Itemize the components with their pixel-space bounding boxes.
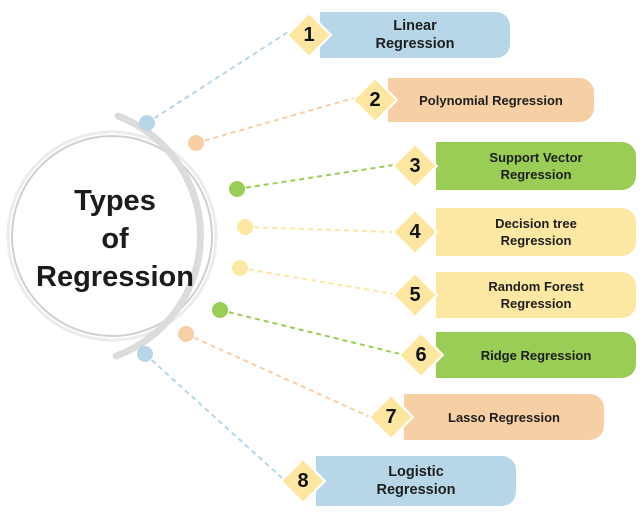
regression-item: Lasso Regression 7	[368, 394, 604, 440]
number-badge: 8	[280, 458, 326, 504]
connector-line	[219, 309, 401, 355]
diamond-shape	[392, 209, 438, 255]
center-circle-shadow	[6, 130, 218, 342]
number-badge: 3	[392, 143, 438, 189]
diamond-shape	[392, 272, 438, 318]
number-badge: 7	[368, 394, 414, 440]
center-title-line-1: Types	[74, 185, 156, 217]
arc-dot	[178, 326, 194, 342]
diamond-shape	[368, 394, 414, 440]
center-title-line-2: of	[101, 223, 129, 255]
regression-label: Support Vector Regression	[436, 142, 636, 190]
badge-number: 1	[303, 23, 315, 46]
diamond-shape	[352, 77, 398, 123]
arc-dot	[139, 115, 155, 131]
connector-line	[239, 267, 395, 295]
center-circle	[11, 135, 213, 337]
badge-number: 7	[385, 405, 397, 428]
arc-dot	[212, 302, 228, 318]
badge-number: 5	[409, 283, 421, 306]
diamond-shape	[398, 332, 444, 378]
badge-number: 2	[369, 88, 381, 111]
connector-line	[244, 226, 395, 233]
regression-item: Ridge Regression 6	[398, 332, 636, 378]
number-badge: 2	[352, 77, 398, 123]
connector-line	[146, 31, 289, 124]
regression-item: Support Vector Regression 3	[392, 142, 636, 190]
outer-arc	[112, 112, 204, 360]
number-badge: 4	[392, 209, 438, 255]
arc-dot	[188, 135, 204, 151]
arc-dot	[229, 181, 245, 197]
diamond-shape	[286, 12, 332, 58]
arc-dot	[137, 346, 153, 362]
connector-line	[236, 164, 395, 190]
number-badge: 6	[398, 332, 444, 378]
arc-dot	[237, 219, 253, 235]
regression-label: Linear Regression	[320, 12, 510, 58]
arc-dot	[232, 260, 248, 276]
number-badge: 5	[392, 272, 438, 318]
center-title-line-3: Regression	[36, 261, 194, 293]
regression-label: Lasso Regression	[404, 394, 604, 440]
connector-line	[195, 97, 355, 144]
connector-line	[185, 333, 371, 418]
diamond-shape	[280, 458, 326, 504]
regression-label: Logistic Regression	[316, 456, 516, 506]
number-badge: 1	[286, 12, 332, 58]
badge-number: 6	[415, 343, 427, 366]
regression-label: Polynomial Regression	[388, 78, 594, 122]
regression-label: Random Forest Regression	[436, 272, 636, 318]
badge-number: 3	[409, 154, 421, 177]
badge-number: 8	[297, 469, 309, 492]
regression-label: Decision tree Regression	[436, 208, 636, 256]
regression-item: Polynomial Regression 2	[352, 77, 594, 123]
diamond-shape	[392, 143, 438, 189]
regression-item: Random Forest Regression 5	[392, 272, 636, 318]
regression-item: Decision tree Regression 4	[392, 208, 636, 256]
regression-item: Logistic Regression 8	[280, 456, 516, 506]
regression-label: Ridge Regression	[436, 332, 636, 378]
connector-line	[144, 353, 283, 479]
center-title: Types of Regression	[30, 182, 200, 296]
badge-number: 4	[409, 220, 421, 243]
